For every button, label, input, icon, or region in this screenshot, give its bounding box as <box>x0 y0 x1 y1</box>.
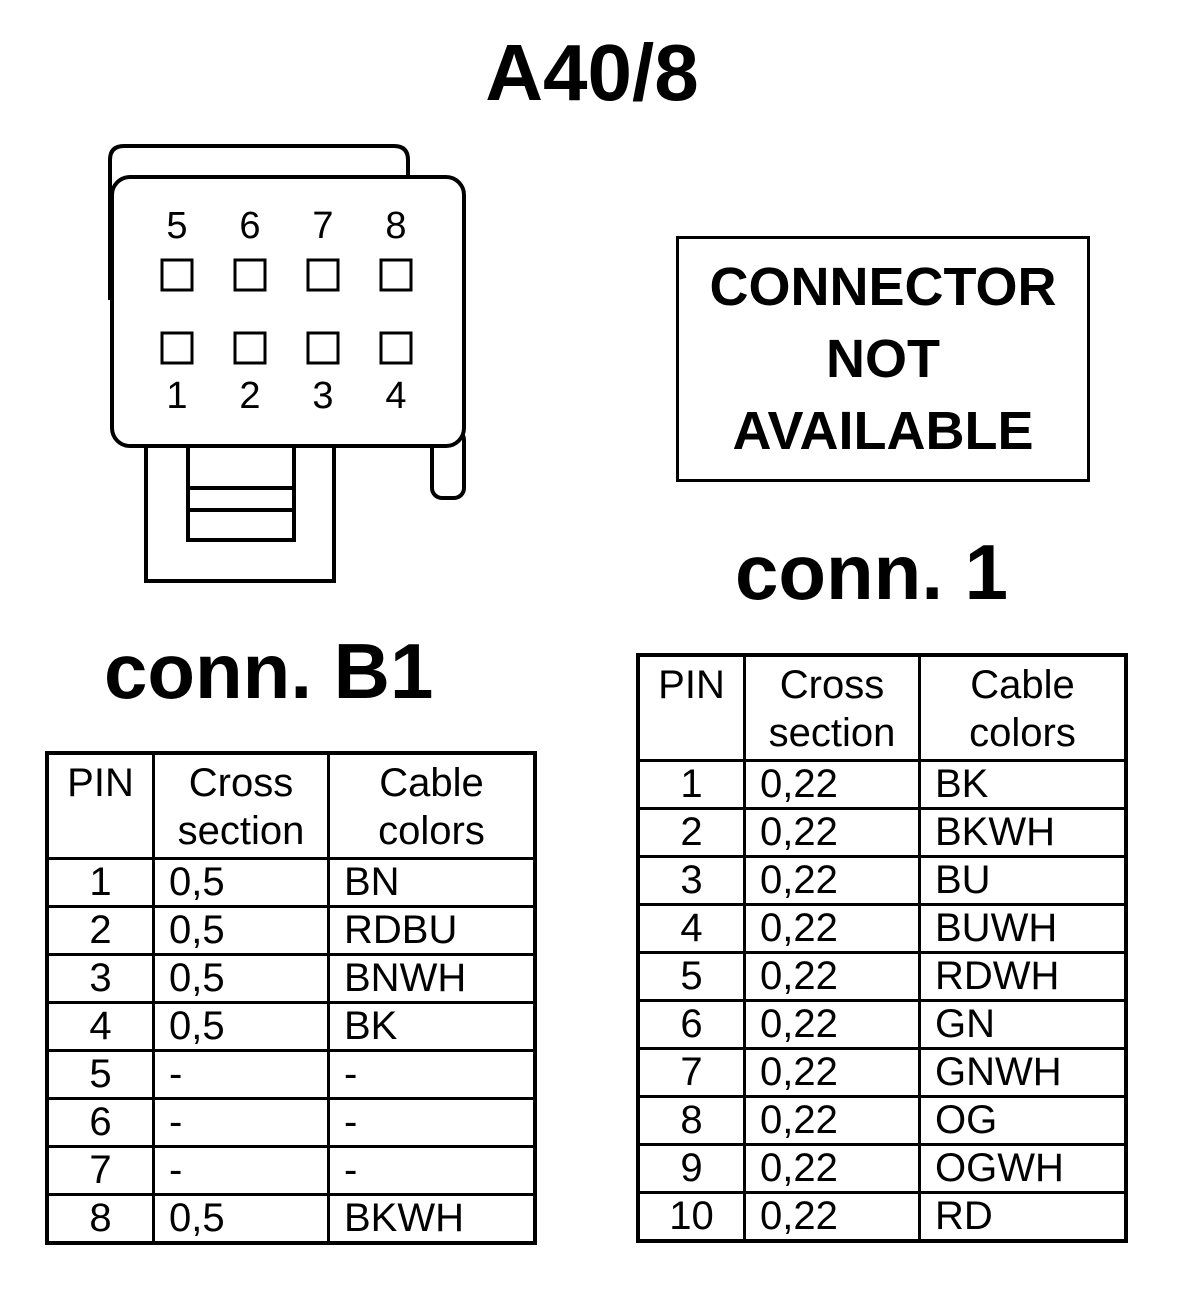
cross-section-cell: 0,5 <box>152 1001 330 1052</box>
cable-color-cell: RDWH <box>918 951 1128 1002</box>
not-available-line: CONNECTOR <box>709 257 1057 317</box>
cable-color-cell: - <box>327 1145 537 1196</box>
pin-number: 1 <box>166 375 187 417</box>
cross-section-cell: 0,22 <box>743 1191 921 1243</box>
cable-color-cell: BK <box>327 1001 537 1052</box>
pin-number: 3 <box>312 375 333 417</box>
cable-color-cell: RDBU <box>327 905 537 956</box>
pin-cell: 5 <box>45 1049 155 1100</box>
pin-header: PIN <box>45 751 155 860</box>
connector-face-diagram: 5 6 7 8 1 2 3 4 <box>108 144 466 583</box>
cross-section-cell: 0,22 <box>743 759 921 810</box>
cross-section-cell: 0,22 <box>743 855 921 906</box>
cable-color-cell: BUWH <box>918 903 1128 954</box>
pin-cell: 4 <box>636 903 746 954</box>
cross-section-cell: 0,5 <box>152 1193 330 1245</box>
pin-cell: 3 <box>636 855 746 906</box>
pin-cell: 7 <box>636 1047 746 1098</box>
cable-color-cell: OG <box>918 1095 1128 1146</box>
table-row: 7-- <box>45 1145 537 1196</box>
cross-section-cell: 0,22 <box>743 999 921 1050</box>
pin-number: 4 <box>385 375 406 417</box>
pin-number: 5 <box>166 205 187 247</box>
table-row: 5-- <box>45 1049 537 1100</box>
cable-color-cell: - <box>327 1049 537 1100</box>
pin-number: 6 <box>239 205 260 247</box>
pin-number: 2 <box>239 375 260 417</box>
cable-color-cell: BK <box>918 759 1128 810</box>
pin-cell: 3 <box>45 953 155 1004</box>
conn-b1-label: conn. B1 <box>104 627 434 715</box>
pin-cavities <box>160 258 413 365</box>
pin-cell: 2 <box>45 905 155 956</box>
connector-not-available-box: CONNECTOR NOT AVAILABLE <box>676 236 1090 482</box>
cross-section-cell: 0,22 <box>743 1047 921 1098</box>
pin-cell: 10 <box>636 1191 746 1243</box>
pin-cell: 8 <box>636 1095 746 1146</box>
cross-section-cell: 0,5 <box>152 905 330 956</box>
pin-cell: 2 <box>636 807 746 858</box>
pin-cell: 1 <box>636 759 746 810</box>
pin-header: PIN <box>636 653 746 762</box>
pin-cell: 1 <box>45 857 155 908</box>
pin-number: 8 <box>385 205 406 247</box>
cable-color-cell: RD <box>918 1191 1128 1243</box>
cross-section-cell: - <box>152 1145 330 1196</box>
cross-section-cell: 0,5 <box>152 857 330 908</box>
pin-cell: 6 <box>636 999 746 1050</box>
pin-cell: 7 <box>45 1145 155 1196</box>
cable-color-cell: BU <box>918 855 1128 906</box>
cable-color-cell: - <box>327 1097 537 1148</box>
pin-cell: 6 <box>45 1097 155 1148</box>
not-available-line: NOT <box>826 329 940 389</box>
pin-number: 7 <box>312 205 333 247</box>
cross-section-cell: 0,22 <box>743 1143 921 1194</box>
table-row: 6-- <box>45 1097 537 1148</box>
cable-color-cell: BNWH <box>327 953 537 1004</box>
not-available-line: AVAILABLE <box>732 401 1034 461</box>
cable-color-cell: GN <box>918 999 1128 1050</box>
cable-color-cell: GNWH <box>918 1047 1128 1098</box>
cross-section-cell: 0,22 <box>743 903 921 954</box>
pin-cell: 5 <box>636 951 746 1002</box>
cross-section-cell: - <box>152 1049 330 1100</box>
page-title: A40/8 <box>485 28 699 117</box>
cross-section-cell: 0,5 <box>152 953 330 1004</box>
conn-1-label: conn. 1 <box>735 528 1009 616</box>
cable-color-cell: BKWH <box>327 1193 537 1245</box>
cable-color-cell: OGWH <box>918 1143 1128 1194</box>
cross-section-cell: - <box>152 1097 330 1148</box>
cross-section-cell: 0,22 <box>743 951 921 1002</box>
cross-section-cell: 0,22 <box>743 1095 921 1146</box>
pin-cell: 9 <box>636 1143 746 1194</box>
pin-cell: 8 <box>45 1193 155 1245</box>
cable-color-cell: BKWH <box>918 807 1128 858</box>
cross-section-cell: 0,22 <box>743 807 921 858</box>
cable-color-cell: BN <box>327 857 537 908</box>
pin-cell: 4 <box>45 1001 155 1052</box>
